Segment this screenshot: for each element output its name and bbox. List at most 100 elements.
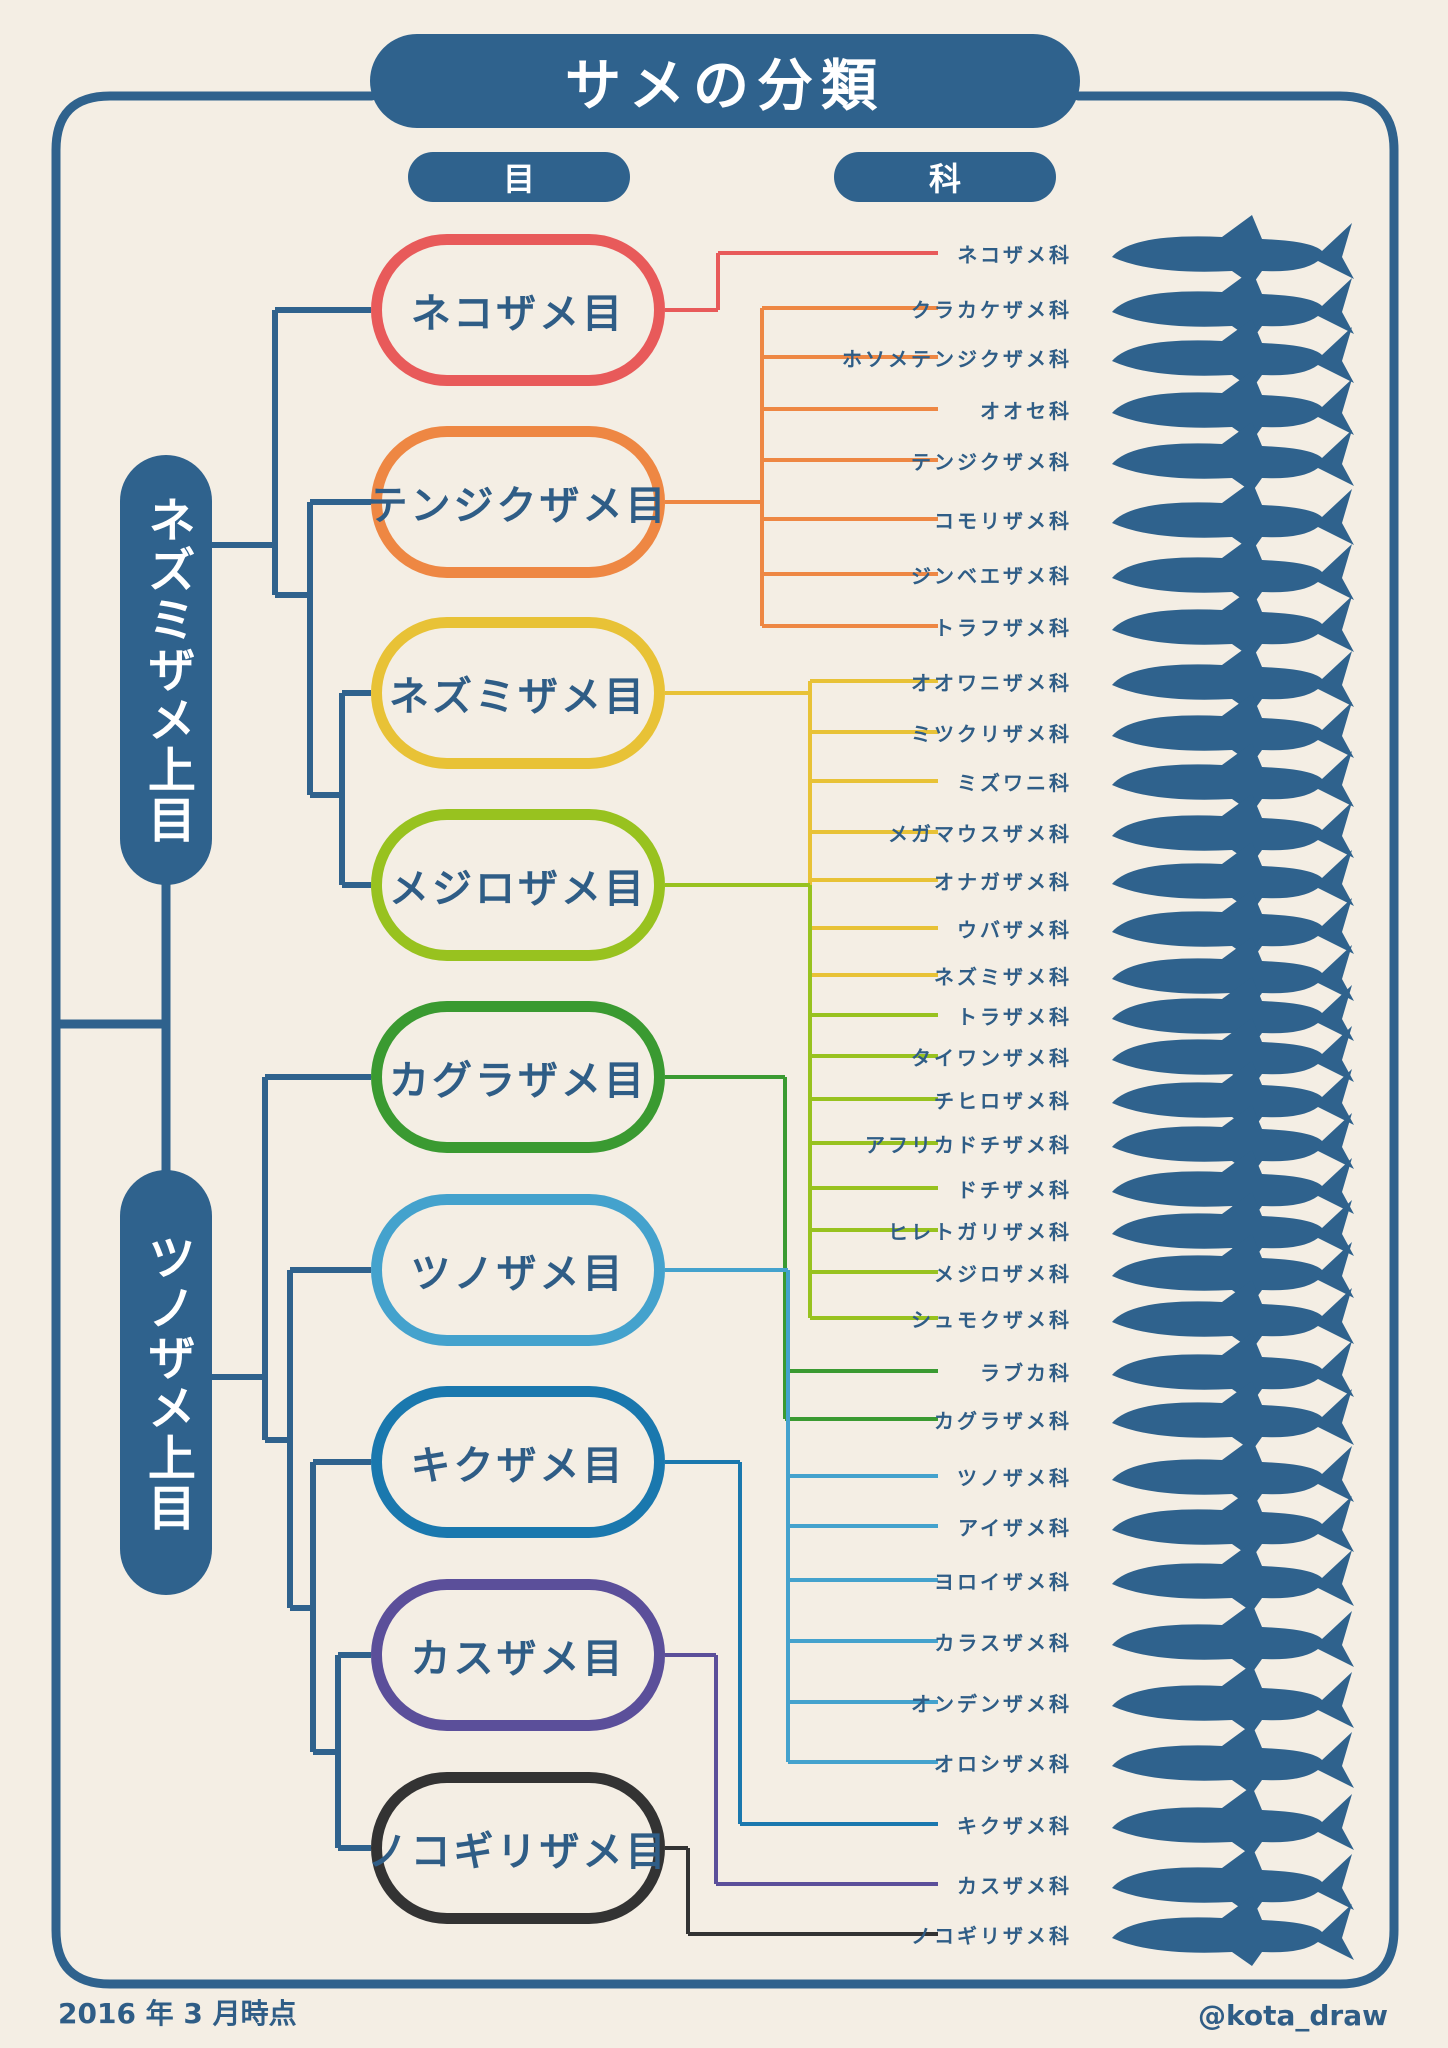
- shark-silhouette-icon: [1112, 215, 1354, 285]
- order-node: キクザメ目: [371, 1386, 665, 1538]
- order-family-connector: [665, 883, 938, 1320]
- shark-silhouette-icon: [1112, 1150, 1354, 1220]
- shark-silhouette-icon: [1112, 481, 1354, 551]
- family-label: オオセ科: [980, 399, 1072, 423]
- family-label: メジロザメ科: [934, 1262, 1072, 1286]
- family-label: ツノザメ科: [957, 1466, 1072, 1490]
- family-label: ヒレトガリザメ科: [888, 1220, 1072, 1244]
- order-node: テンジクザメ目: [368, 426, 666, 578]
- shark-silhouette-icon: [1112, 536, 1354, 606]
- shark-silhouette-icon: [1112, 794, 1354, 864]
- shark-silhouette-icon: [1112, 937, 1354, 1007]
- order-node: ノコギリザメ目: [368, 1772, 666, 1924]
- shark-silhouette-icon: [1112, 643, 1354, 713]
- shark-silhouette-icon: [1112, 371, 1354, 441]
- family-label: アフリカドチザメ科: [865, 1133, 1072, 1157]
- family-label: トラフザメ科: [934, 616, 1072, 640]
- superorder-label: ツノザメ上目: [138, 1232, 195, 1533]
- family-label: オナガザメ科: [934, 870, 1072, 894]
- superorder-branch-line: [290, 1459, 371, 1752]
- family-label: ラブカ科: [980, 1361, 1072, 1385]
- shark-silhouette-icon: [1112, 1381, 1354, 1451]
- shark-silhouette-icon: [1112, 1438, 1354, 1508]
- family-label: ネコザメ科: [957, 243, 1072, 267]
- order-node: ネコザメ目: [371, 234, 665, 386]
- shark-silhouette-icon: [1112, 1333, 1354, 1403]
- family-label: ミツクリザメ科: [911, 722, 1072, 746]
- family-label: クラカケザメ科: [911, 298, 1072, 322]
- shark-silhouette-icon: [1112, 1061, 1354, 1131]
- family-label: アイザメ科: [958, 1516, 1072, 1540]
- family-label: チヒロザメ科: [934, 1089, 1072, 1113]
- order-node: メジロザメ目: [371, 809, 665, 961]
- shark-silhouette-icon: [1112, 1724, 1354, 1794]
- shark-silhouette-icon: [1112, 977, 1354, 1047]
- order-node: カスザメ目: [371, 1579, 665, 1731]
- author-credit: @kota_draw: [1198, 1999, 1388, 2032]
- superorder-squalomorphii: ツノザメ上目: [120, 1170, 212, 1595]
- superorder-branch-line: [275, 499, 371, 795]
- order-family-connector: [665, 1075, 938, 1421]
- shark-silhouette-icon: [1112, 1234, 1354, 1304]
- shark-silhouette-icon: [1112, 1542, 1354, 1612]
- family-label: オオワニザメ科: [911, 671, 1072, 695]
- shark-silhouette-icon: [1112, 743, 1354, 813]
- superorder-branch-line: [310, 690, 371, 888]
- date-note: 2016 年 3 月時点: [58, 1997, 297, 2030]
- shark-silhouette-icon: [1112, 890, 1354, 960]
- order-family-connector: [665, 679, 938, 977]
- page-title: サメの分類: [370, 34, 1080, 128]
- superorder-branch-line: [212, 1074, 371, 1440]
- family-label: コモリザメ科: [934, 509, 1072, 533]
- shark-silhouette-icon: [1112, 588, 1354, 658]
- order-family-connector: [665, 251, 938, 312]
- order-column-header: 目: [408, 152, 630, 202]
- family-label: オロシザメ科: [934, 1752, 1072, 1776]
- superorder-label: ネズミザメ上目: [138, 495, 195, 845]
- family-label: カスザメ科: [957, 1874, 1072, 1898]
- family-label: オンデンザメ科: [911, 1692, 1072, 1716]
- shark-silhouette-icon: [1112, 422, 1354, 492]
- family-label: トラザメ科: [957, 1005, 1072, 1029]
- root-connector: [56, 870, 171, 1180]
- shark-silhouette-icon: [1112, 319, 1354, 389]
- order-node: ネズミザメ目: [371, 617, 665, 769]
- family-label: ネズミザメ科: [934, 965, 1072, 989]
- shark-silhouette-icon: [1112, 1105, 1354, 1175]
- family-label: ジンベエザメ科: [911, 564, 1072, 588]
- family-label: テンジクザメ科: [911, 450, 1072, 474]
- superorder-branch-line: [313, 1652, 371, 1851]
- family-label: キクザメ科: [957, 1814, 1072, 1838]
- order-family-connector: [665, 1653, 938, 1886]
- family-label: シュモクザメ科: [911, 1308, 1072, 1332]
- family-label: メガマウスザメ科: [888, 822, 1072, 846]
- shark-silhouette-icon: [1112, 1603, 1354, 1673]
- family-label: タイワンザメ科: [911, 1046, 1072, 1070]
- superorder-branch-line: [212, 307, 371, 595]
- order-family-connector: [665, 306, 938, 628]
- family-label: カラスザメ科: [934, 1631, 1072, 1655]
- family-label: ホソメテンジクザメ科: [842, 347, 1072, 371]
- superorder-galeomorphii: ネズミザメ上目: [120, 455, 212, 885]
- shark-silhouette-icon: [1112, 1896, 1354, 1966]
- shark-silhouette-icon: [1112, 270, 1354, 340]
- outer-frame: [51, 91, 1399, 1989]
- shark-silhouette-icon: [1112, 1786, 1354, 1856]
- shark-silhouette-icon: [1112, 1664, 1354, 1734]
- family-label: ウバザメ科: [957, 918, 1072, 942]
- family-label: ノコギリザメ科: [911, 1924, 1072, 1948]
- family-label: ドチザメ科: [957, 1178, 1072, 1202]
- shark-silhouette-icon: [1112, 1488, 1354, 1558]
- family-label: ミズワニ科: [957, 771, 1072, 795]
- family-label: カグラザメ科: [934, 1409, 1072, 1433]
- family-label: ヨロイザメ科: [934, 1570, 1072, 1594]
- order-family-connector: [665, 1846, 938, 1936]
- shark-silhouette-icon: [1112, 694, 1354, 764]
- order-node: カグラザメ目: [371, 1001, 665, 1153]
- superorder-branch-line: [265, 1267, 371, 1608]
- shark-silhouette-icon: [1112, 1018, 1354, 1088]
- shark-silhouette-icon: [1112, 842, 1354, 912]
- order-family-connector: [665, 1268, 938, 1764]
- family-column-header: 科: [834, 152, 1056, 202]
